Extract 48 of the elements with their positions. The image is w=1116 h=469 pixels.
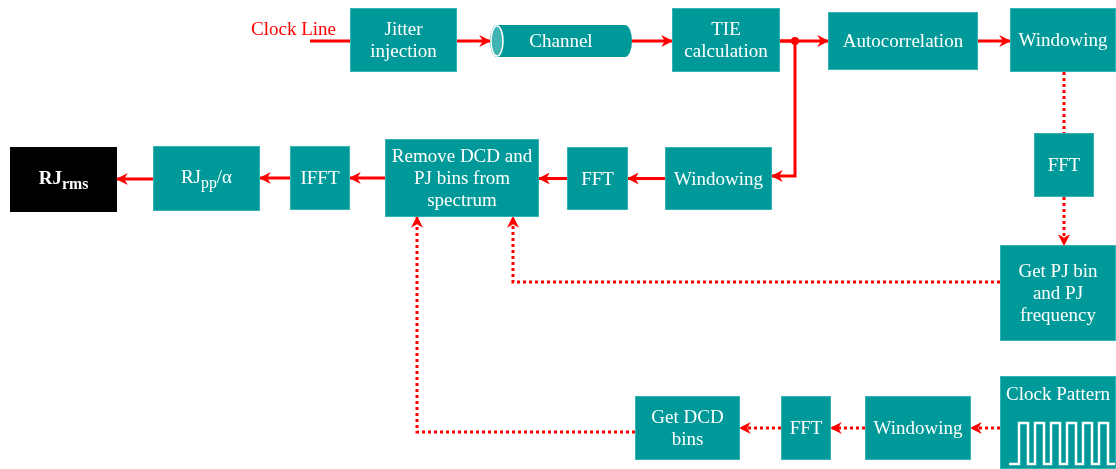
box-label: IFFT — [299, 167, 341, 189]
process-box — [1034, 133, 1094, 197]
process-box — [567, 147, 628, 210]
box-label: Jitter injection — [369, 18, 438, 62]
arrow — [537, 172, 567, 185]
process-box — [781, 396, 831, 460]
process-box — [1000, 245, 1116, 341]
box-label: Autocorrelation — [841, 30, 965, 52]
process-box — [1000, 376, 1116, 469]
arrow — [632, 35, 674, 47]
arrow — [348, 172, 385, 184]
box-label: Remove DCD and PJ bins from spectrum — [390, 145, 534, 211]
dotted-arrow — [969, 422, 1000, 434]
box-label: Channel — [528, 30, 594, 52]
box-label: Get DCD bins — [650, 406, 725, 450]
process-box — [385, 139, 539, 217]
dotted-arrow — [1058, 197, 1070, 247]
box-label: Clock Pattern — [1005, 383, 1111, 405]
arrow — [626, 172, 665, 185]
process-box — [290, 146, 350, 210]
dotted-arrow — [411, 215, 635, 434]
box-label: Windowing — [1017, 29, 1109, 51]
process-box — [665, 147, 772, 210]
process-box — [1010, 8, 1116, 72]
process-box — [350, 8, 457, 72]
dotted-arrow — [829, 422, 865, 434]
arrow — [258, 172, 290, 184]
process-box — [635, 396, 740, 460]
process-box — [672, 8, 780, 72]
box-label: Windowing — [872, 417, 964, 439]
box-label: FFT — [1046, 154, 1082, 176]
line-label: Clock Line — [250, 18, 337, 40]
box-label: FFT — [580, 167, 615, 190]
box-label: RJ$_{pp}$/α — [179, 165, 234, 192]
box-label: FFT — [788, 417, 824, 439]
process-box — [828, 12, 978, 70]
output-box — [10, 147, 117, 212]
process-box — [865, 396, 971, 460]
dotted-arrow — [738, 422, 781, 434]
arrow — [770, 39, 797, 182]
arrow — [457, 35, 492, 47]
arrow — [978, 35, 1012, 47]
box-label: Windowing — [673, 167, 764, 190]
box-label: RJ$_{rms}$ — [37, 166, 90, 193]
box-label: Get PJ bin and PJ frequency — [1017, 260, 1099, 326]
dotted-arrow — [507, 215, 1000, 284]
box-label: TIE calculation — [683, 18, 769, 62]
process-box — [153, 146, 260, 211]
